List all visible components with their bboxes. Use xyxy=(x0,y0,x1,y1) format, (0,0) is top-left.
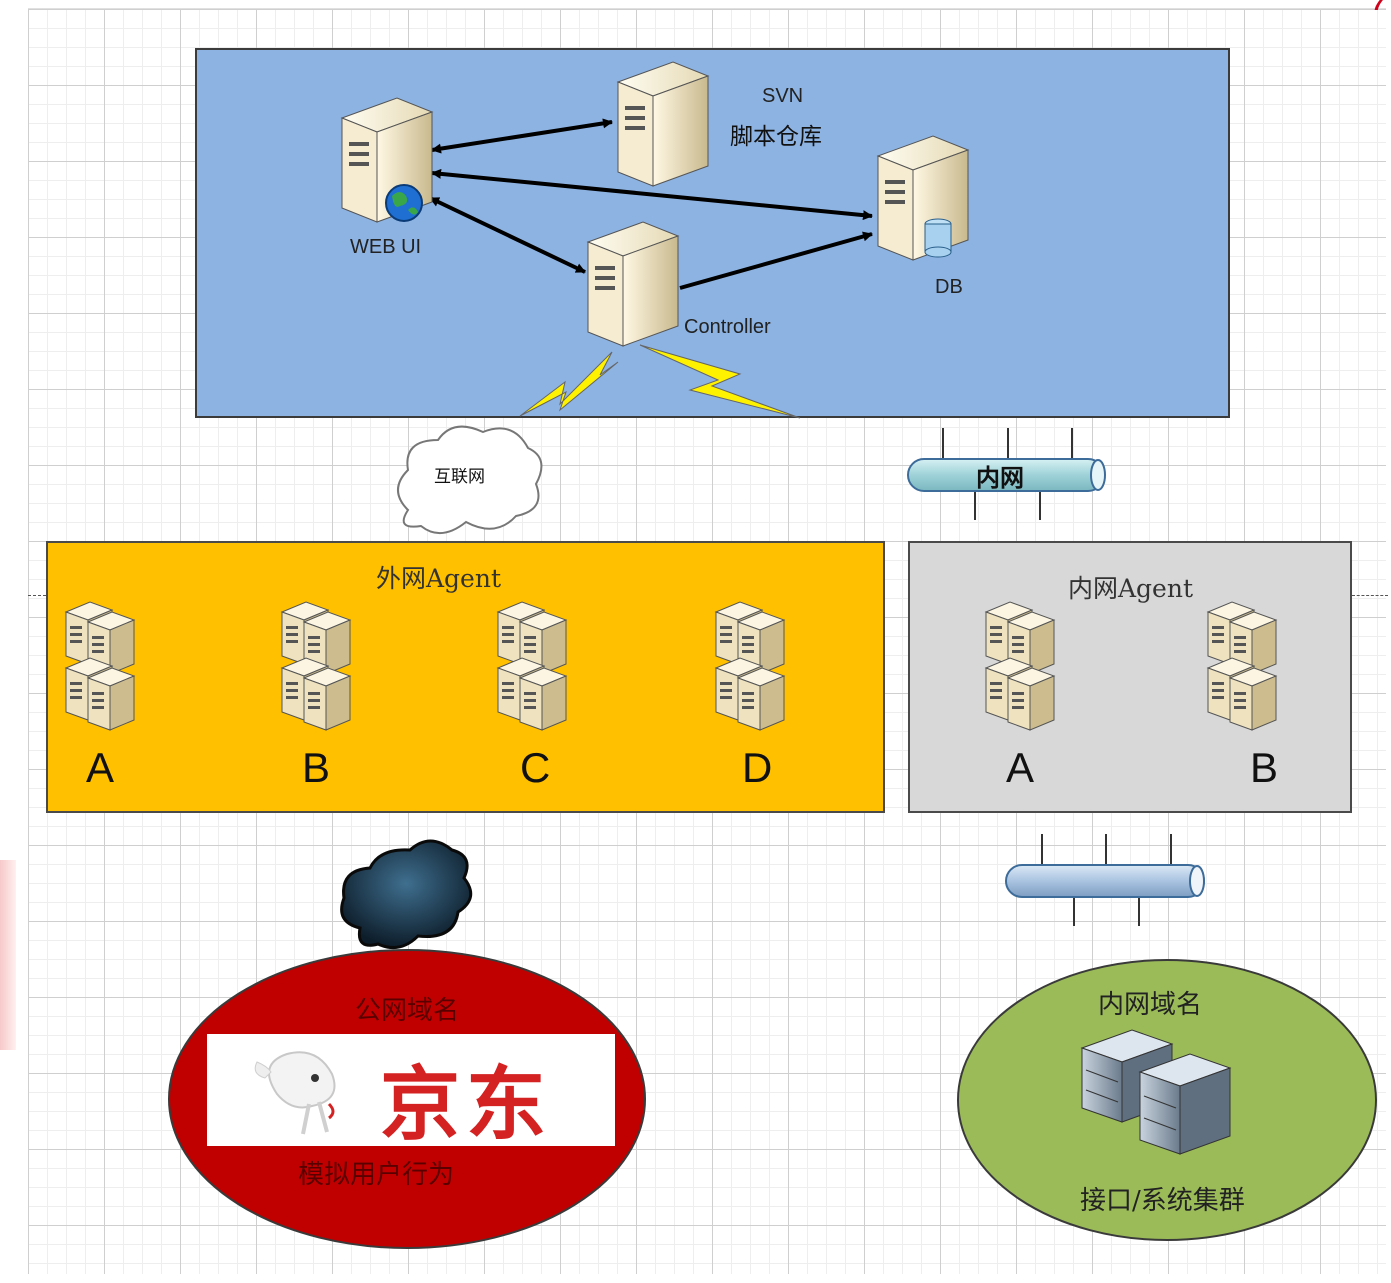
agent-server-cluster-icon-int-a xyxy=(984,601,1056,731)
db-server-icon xyxy=(876,135,970,261)
internal-domain-title: 内网域名 xyxy=(1098,990,1203,1020)
dark-cloud-icon xyxy=(340,839,473,950)
agent-server-cluster-icon-int-b xyxy=(1206,601,1278,731)
svn-title-label: SVN xyxy=(762,85,804,107)
internal-agent-server-b: B xyxy=(1250,744,1279,791)
decorative-edge xyxy=(0,860,16,1050)
dashed-divider-right xyxy=(1352,595,1388,596)
internal-agent-title: 内网Agent xyxy=(1068,574,1194,603)
internet-cloud-icon xyxy=(397,425,543,534)
controller-server-icon xyxy=(586,221,680,347)
public-domain-title: 公网域名 xyxy=(355,996,460,1026)
corner-logo: 7 xyxy=(1372,0,1385,15)
internal-network-pipe-icon xyxy=(1005,834,1205,926)
external-agent-server-c: C xyxy=(520,744,551,791)
agent-server-cluster-icon-ext-a xyxy=(64,601,136,731)
jd-logo-box xyxy=(207,1034,615,1146)
webui-label: WEB UI xyxy=(350,236,422,258)
external-agent-server-a: A xyxy=(86,744,115,791)
jd-mascot-icon xyxy=(254,1051,336,1135)
lightning-icon-intranet xyxy=(639,344,801,419)
internal-domain-caption: 接口/系统集群 xyxy=(1080,1186,1245,1216)
public-domain-caption: 模拟用户行为 xyxy=(298,1160,455,1190)
jd-brand-text: 京东 xyxy=(380,1058,552,1151)
db-label: DB xyxy=(935,276,963,298)
svn-subtitle-label: 脚本仓库 xyxy=(730,124,822,150)
dashed-divider-left xyxy=(28,595,46,596)
rack-cluster-icon xyxy=(1080,1029,1232,1155)
external-agent-server-d: D xyxy=(742,744,773,791)
internal-agent-server-a: A xyxy=(1006,744,1035,791)
external-agent-title: 外网Agent xyxy=(376,564,502,593)
connection-arrows xyxy=(429,118,873,290)
lightning-icon-internet xyxy=(519,351,619,417)
svn-server-icon xyxy=(616,61,710,187)
intranet-label: 内网 xyxy=(976,463,1024,492)
intranet-pipe-icon xyxy=(907,428,1106,520)
webui-server-icon xyxy=(340,97,434,223)
external-agent-server-b: B xyxy=(302,744,331,791)
internal-agent-panel: 内网Agent xyxy=(908,541,1352,813)
server-panel xyxy=(195,48,1230,418)
agent-server-cluster-icon-ext-d xyxy=(714,601,786,731)
internet-label: 互联网 xyxy=(434,467,485,487)
controller-label: Controller xyxy=(684,316,771,338)
agent-server-cluster-icon-ext-c xyxy=(496,601,568,731)
agent-server-cluster-icon-ext-b xyxy=(280,601,352,731)
